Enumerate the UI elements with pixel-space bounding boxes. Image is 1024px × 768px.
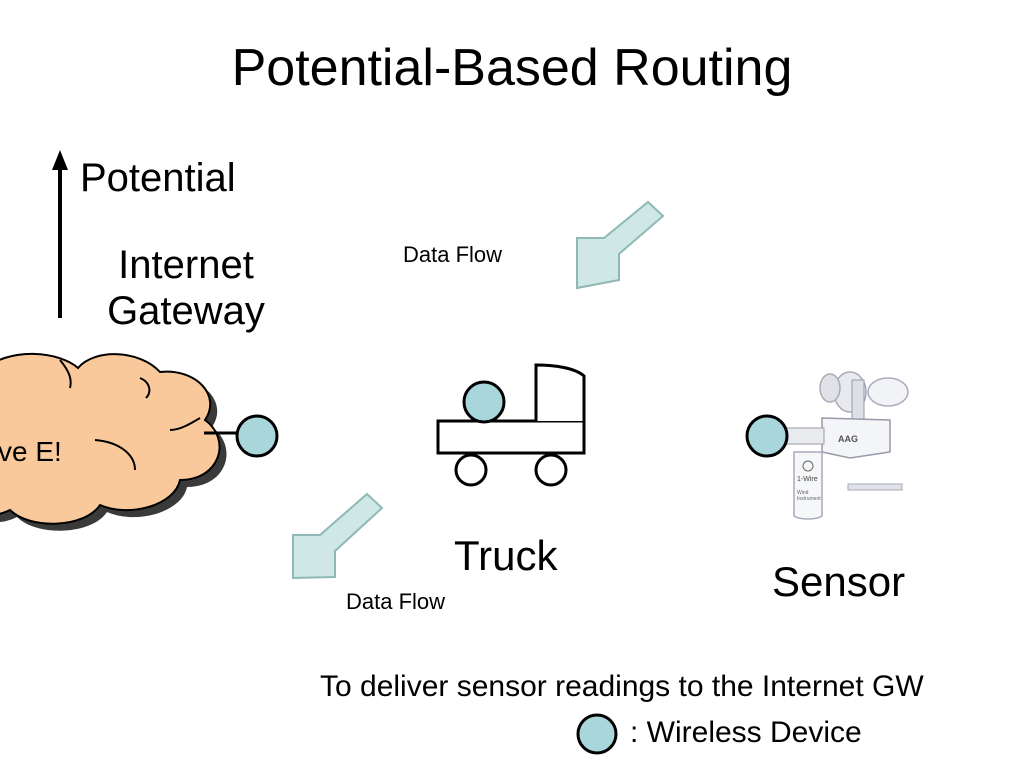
gateway-label: Internet Gateway (86, 242, 286, 334)
truck-label: Truck (454, 532, 558, 579)
potential-axis-arrow (52, 150, 68, 318)
data-flow-arrow-top (576, 200, 665, 290)
data-flow-arrow-bottom (292, 492, 384, 580)
sensor-brand-text: AAG (838, 434, 858, 444)
cloud-text: ve E! (0, 436, 62, 467)
internet-cloud (0, 352, 227, 531)
sensor-model-text: 1-Wire (797, 476, 818, 483)
sensor-sub-text: Wind Instrument (797, 490, 821, 502)
sensor-label: Sensor (772, 558, 906, 605)
potential-axis-label: Potential (80, 156, 236, 200)
page-title: Potential-Based Routing (231, 39, 793, 97)
caption-text: To deliver sensor readings to the Intern… (320, 670, 924, 703)
gateway-label-line2: Gateway (107, 289, 265, 333)
gateway-label-line1: Internet (118, 243, 254, 287)
data-flow-label-bottom: Data Flow (346, 589, 446, 614)
legend-device-icon (576, 713, 618, 755)
sensor-device-image (745, 371, 909, 520)
truck-icon (436, 363, 586, 487)
legend-text: : Wireless Device (630, 716, 862, 749)
data-flow-label-top: Data Flow (403, 242, 503, 267)
gateway-device (204, 414, 279, 458)
